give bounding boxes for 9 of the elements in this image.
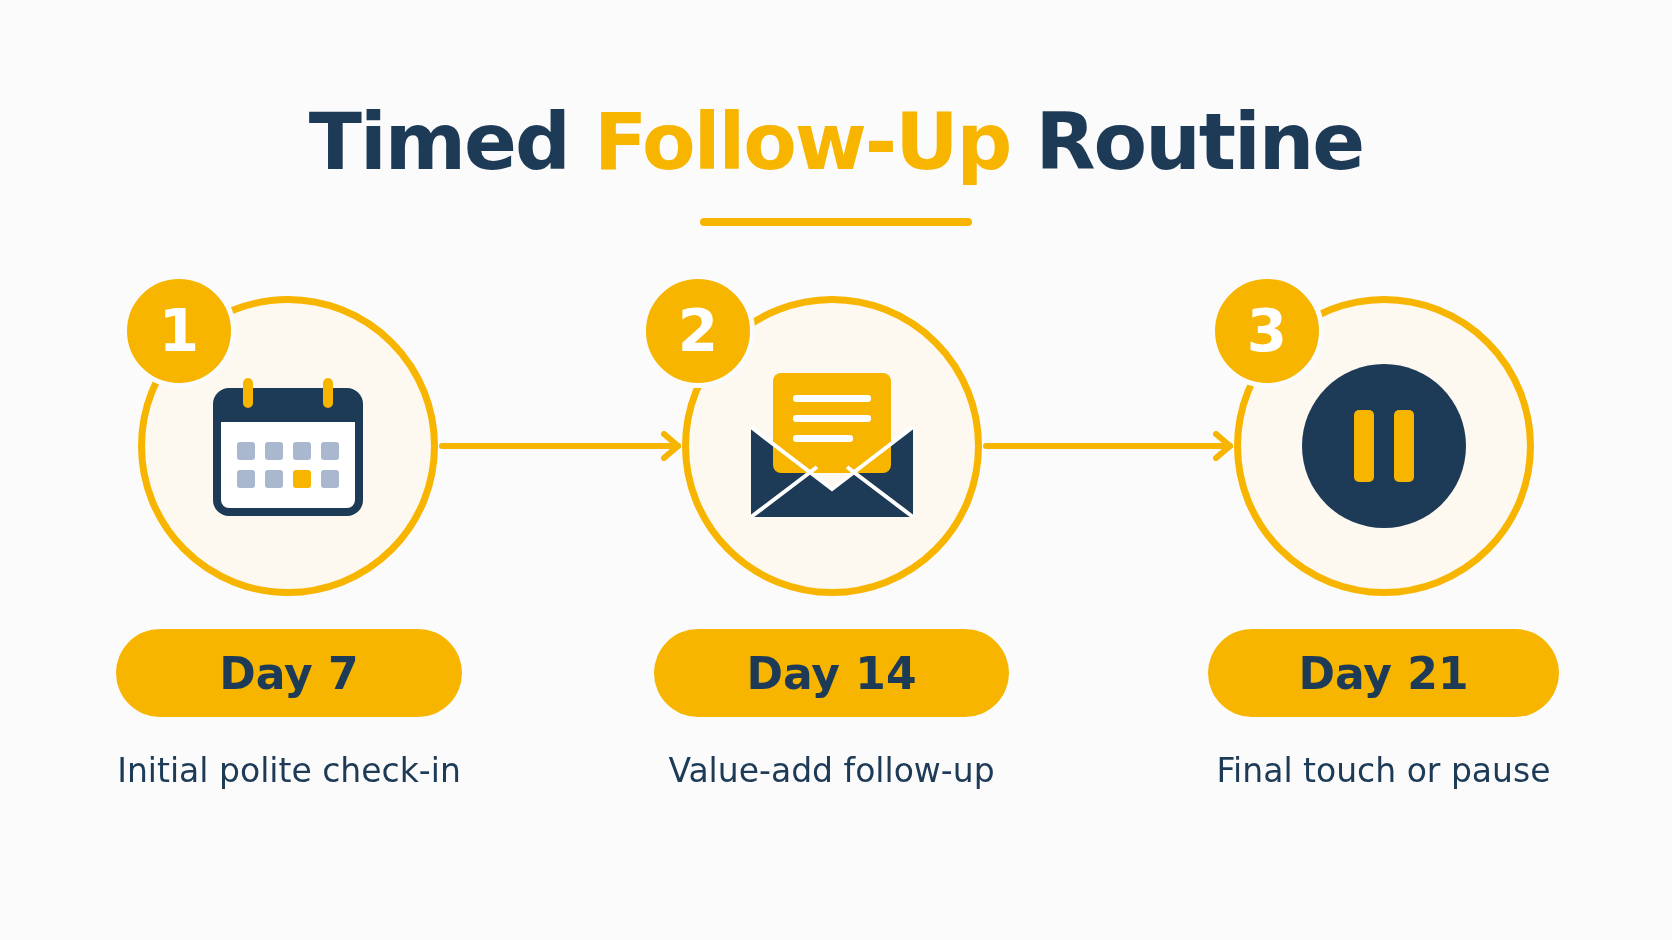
step-description: Value-add follow-up: [667, 751, 996, 790]
title: Timed Follow-Up Routine: [307, 100, 1365, 186]
arrow: [983, 431, 1233, 461]
day-pill: Day 7: [116, 629, 462, 717]
step-description: Initial polite check-in: [116, 751, 462, 790]
arrow: [439, 431, 681, 461]
day-pill: Day 21: [1208, 629, 1559, 717]
step-description: Final touch or pause: [1215, 751, 1552, 790]
day-pill: Day 14: [654, 629, 1009, 717]
